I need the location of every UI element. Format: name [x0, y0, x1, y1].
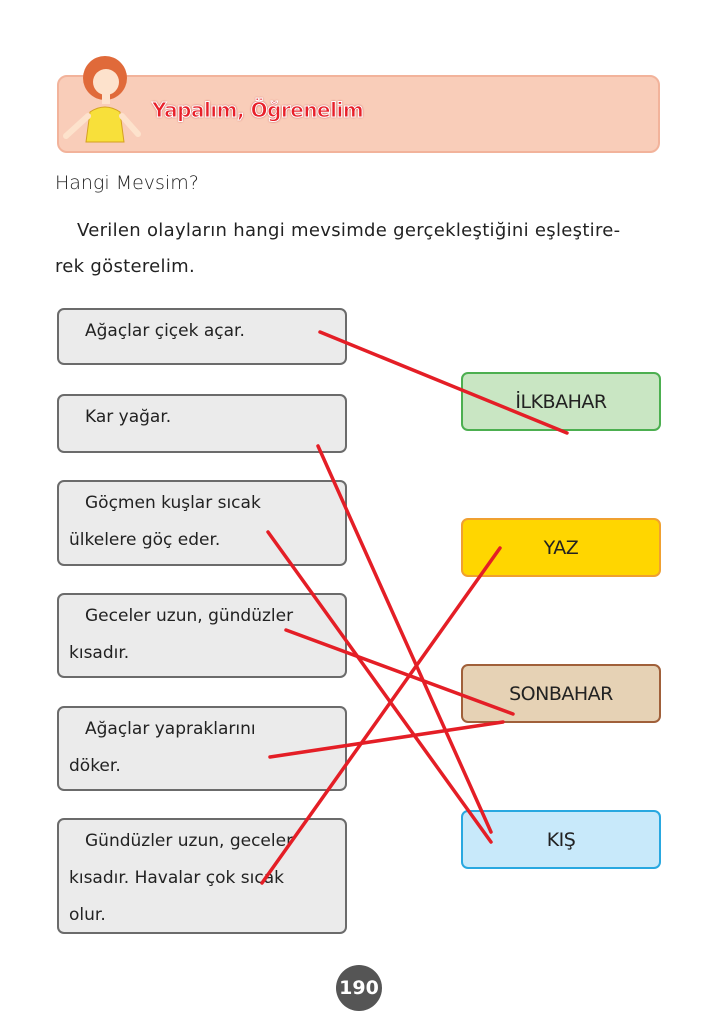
event-line: kısadır. Havalar çok sıcak — [69, 868, 284, 888]
event-box-5[interactable]: Ağaçlar yapraklarını döker. — [57, 706, 347, 791]
match-line-2 — [316, 444, 493, 834]
match-line-3 — [266, 530, 493, 844]
event-line: ülkelere göç eder. — [69, 530, 221, 550]
event-box-2[interactable]: Kar yağar. — [57, 394, 347, 453]
event-line: olur. — [69, 905, 106, 925]
banner-title: Yapalım, Öğrenelim — [151, 98, 364, 123]
event-line: Ağaçlar çiçek açar. — [85, 321, 245, 341]
exercise-heading: Hangi Mevsim? — [55, 172, 199, 194]
event-box-3[interactable]: Göçmen kuşlar sıcak ülkelere göç eder. — [57, 480, 347, 566]
page-number: 190 — [336, 965, 382, 1011]
event-line: Kar yağar. — [85, 407, 172, 427]
season-box-sonbahar[interactable]: SONBAHAR — [461, 664, 661, 723]
match-line-4 — [284, 628, 515, 716]
season-label: SONBAHAR — [509, 682, 613, 705]
event-line: Ağaçlar yapraklarını — [85, 719, 256, 739]
event-line: Göçmen kuşlar sıcak — [85, 493, 261, 513]
instruction-text: Verilen olayların hangi mevsimde gerçekl… — [55, 220, 621, 277]
season-label: İLKBAHAR — [515, 390, 607, 413]
match-line-5 — [268, 720, 505, 759]
event-line: kısadır. — [69, 643, 130, 663]
event-line: Geceler uzun, gündüzler — [85, 606, 294, 626]
match-line-6 — [260, 546, 502, 885]
season-box-yaz[interactable]: YAZ — [461, 518, 661, 577]
event-box-1[interactable]: Ağaçlar çiçek açar. — [57, 308, 347, 365]
event-line: Gündüzler uzun, geceler — [85, 831, 294, 851]
match-line-1 — [318, 330, 569, 435]
event-line: döker. — [69, 756, 121, 776]
season-label: KIŞ — [546, 828, 576, 851]
section-banner — [57, 75, 660, 153]
event-box-6[interactable]: Gündüzler uzun, geceler kısadır. Havalar … — [57, 818, 347, 934]
girl-illustration — [63, 56, 141, 143]
season-box-kis[interactable]: KIŞ — [461, 810, 661, 869]
season-label: YAZ — [543, 536, 579, 559]
